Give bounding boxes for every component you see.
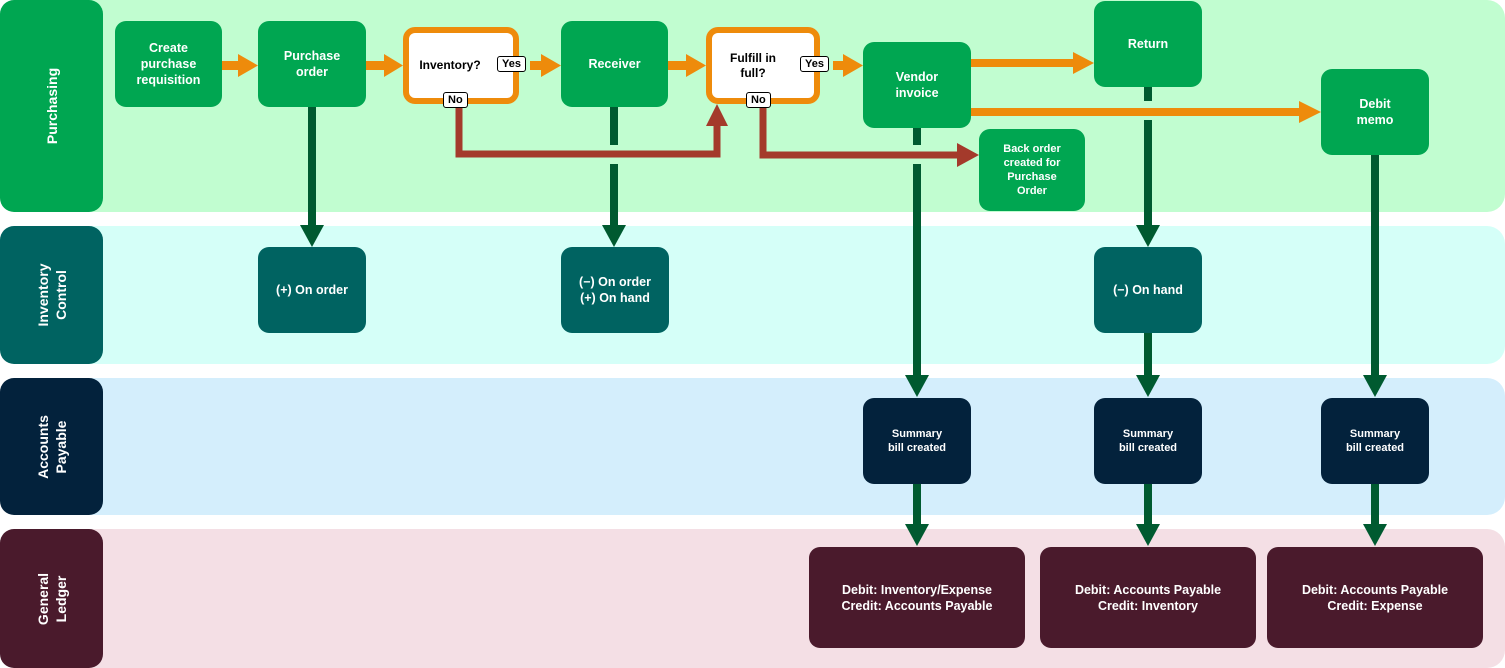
tag-inventory-yes: Yes [497,56,526,72]
node-gl-memo[interactable]: Debit: Accounts Payable Credit: Expense [1267,547,1483,648]
arrow-invoice-to-ap [913,127,921,145]
node-vendor-invoice[interactable]: Vendor invoice [863,42,971,128]
lane-accounts-payable-background [0,378,1505,515]
arrow-receiver-to-ic [610,107,618,145]
arrow-inventory-yes-to-receiver [530,61,543,70]
node-receiver[interactable]: Receiver [561,21,668,107]
lane-label-inventory-control: Inventory Control [0,226,103,364]
arrow-fulfill-no-head [957,143,979,167]
tag-fulfill-no: No [746,92,771,108]
lane-label-general-ledger: General Ledger [0,529,103,668]
node-debit-memo[interactable]: Debit memo [1321,69,1429,155]
lane-label-purchasing: Purchasing [0,0,103,212]
arrow-inventory-yes-to-receiver-head [541,54,561,77]
node-purchase-order[interactable]: Purchase order [258,21,366,107]
arrow-requisition-to-po-head [238,54,258,77]
tag-fulfill-yes: Yes [800,56,829,72]
arrow-ap-memo-to-gl-head [1363,524,1387,546]
arrow-receiver-to-ic-lower [610,164,618,228]
arrow-ap-invoice-to-gl [913,484,921,526]
arrow-fulfill-no-path [759,106,960,159]
arrow-return-to-ic-head [1136,225,1160,247]
arrow-return-to-ic [1144,87,1152,101]
arrow-receiver-to-ic-head [602,225,626,247]
node-ap-return[interactable]: Summary bill created [1094,398,1202,484]
node-gl-return[interactable]: Debit: Accounts Payable Credit: Inventor… [1040,547,1256,648]
arrow-requisition-to-po [222,61,240,70]
arrow-invoice-to-return-head [1073,52,1094,74]
tag-inventory-no: No [443,92,468,108]
node-ap-invoice[interactable]: Summary bill created [863,398,971,484]
arrow-fulfill-yes-to-invoice [833,61,845,70]
arrow-inventory-no-path [455,106,721,158]
arrow-po-to-inventory-head [384,54,403,77]
lane-inventory-control-background [0,226,1505,364]
arrow-fulfill-yes-to-invoice-head [843,54,863,77]
node-return[interactable]: Return [1094,1,1202,87]
arrow-invoice-to-debit-memo-head [1299,101,1321,123]
arrow-ap-return-to-gl-head [1136,524,1160,546]
arrow-inventory-no-head [706,104,728,126]
node-ic-on-order[interactable]: (+) On order [258,247,366,333]
arrow-ap-return-to-gl [1144,484,1152,526]
node-back-order[interactable]: Back order created for Purchase Order [979,129,1085,211]
arrow-invoice-to-return [970,59,1075,67]
arrow-debit-memo-to-ap [1371,154,1379,377]
lane-label-accounts-payable: Accounts Payable [0,378,103,515]
arrow-return-to-ic-lower [1144,120,1152,227]
node-gl-invoice[interactable]: Debit: Inventory/Expense Credit: Account… [809,547,1025,648]
node-ic-return[interactable]: (−) On hand [1094,247,1202,333]
arrow-invoice-to-ap-lower [913,164,921,377]
arrow-po-to-on-order [308,107,316,228]
arrow-receiver-to-fulfill-head [686,54,706,77]
arrow-ic-return-to-ap-head [1136,375,1160,397]
arrow-receiver-to-fulfill [668,61,688,70]
node-ap-memo[interactable]: Summary bill created [1321,398,1429,484]
node-ic-receiver[interactable]: (−) On order (+) On hand [561,247,669,333]
arrow-debit-memo-to-ap-head [1363,375,1387,397]
arrow-ap-invoice-to-gl-head [905,524,929,546]
arrow-po-to-inventory [366,61,386,70]
arrow-invoice-to-ap-head [905,375,929,397]
node-create-requisition[interactable]: Create purchase requisition [115,21,222,107]
arrow-invoice-to-debit-memo [970,108,1301,116]
arrow-po-to-on-order-head [300,225,324,247]
arrow-ic-return-to-ap [1144,332,1152,377]
arrow-ap-memo-to-gl [1371,484,1379,526]
